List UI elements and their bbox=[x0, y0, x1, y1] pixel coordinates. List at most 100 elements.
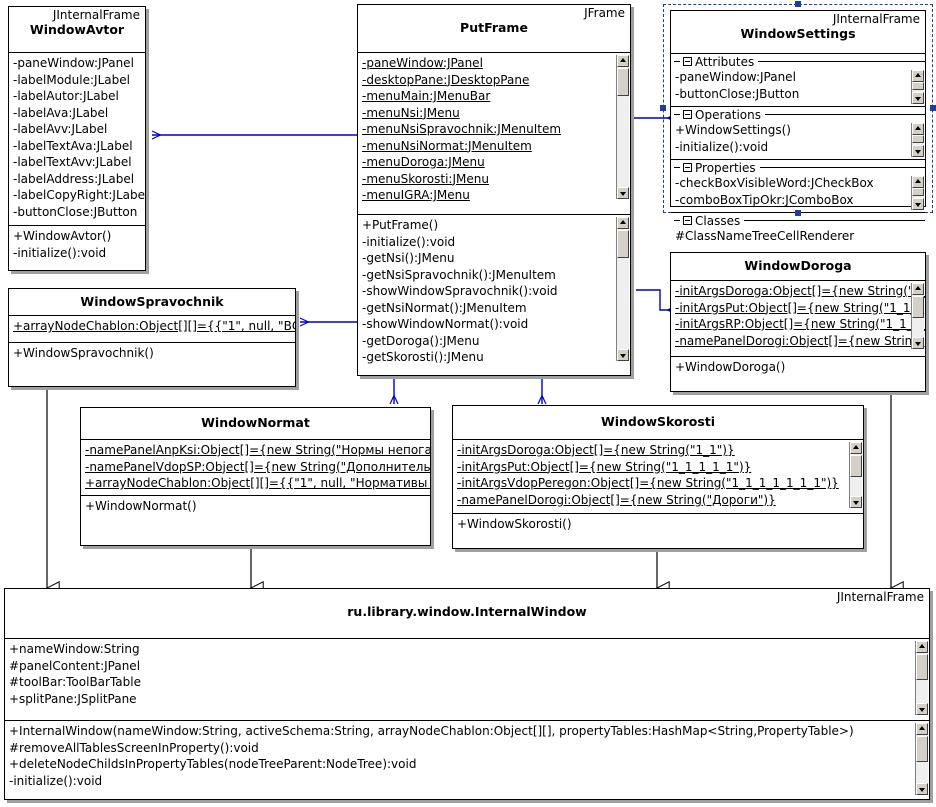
attribute-row: -paneWindow:JPanel bbox=[362, 56, 483, 70]
operations-compartment-internal-window[interactable]: +InternalWindow(nameWindow:String, activ… bbox=[5, 721, 929, 799]
group-label: Properties bbox=[695, 160, 756, 175]
scrollbar-down-arrow-icon[interactable] bbox=[916, 703, 928, 715]
attributes-compartment-window-avtor[interactable]: -paneWindow:JPanel -labelModule:JLabel -… bbox=[9, 53, 145, 226]
group-properties-window-settings[interactable]: Properties -checkBoxVisibleWord:JCheckBo… bbox=[671, 160, 925, 213]
nested-class-row: #ClassNameTreeCellRenderer bbox=[675, 229, 855, 243]
scrollbar-thumb[interactable] bbox=[617, 68, 629, 96]
scrollbar-up-arrow-icon[interactable] bbox=[617, 55, 629, 67]
group-attributes-window-settings[interactable]: Attributes -paneWindow:JPanel -buttonClo… bbox=[671, 54, 925, 107]
class-box-window-settings[interactable]: JInternalFrame WindowSettings Attributes… bbox=[670, 10, 926, 243]
attributes-compartment-window-normat[interactable]: -namePanelAnpKsi:Object[]={new String("Н… bbox=[81, 440, 430, 496]
class-name-label: WindowSkorosti bbox=[600, 414, 716, 429]
operation-row: +PutFrame() bbox=[362, 218, 439, 232]
scrollbar-properties-window-settings[interactable] bbox=[911, 176, 924, 210]
operations-compartment-window-skorosti[interactable]: +WindowSkorosti() bbox=[453, 514, 863, 547]
group-operations-window-settings[interactable]: Operations +WindowSettings() -initialize… bbox=[671, 107, 925, 160]
scrollbar-down-arrow-icon[interactable] bbox=[850, 496, 862, 508]
operation-row: +deleteNodeChildsInPropertyTables(nodeTr… bbox=[9, 757, 417, 771]
scrollbar-thumb[interactable] bbox=[912, 296, 924, 318]
scrollbar-operations-internal-window[interactable] bbox=[915, 723, 928, 795]
class-box-window-doroga[interactable]: WindowDoroga -initArgsDoroga:Object[]={n… bbox=[670, 252, 926, 392]
attributes-compartment-window-skorosti[interactable]: -initArgsDoroga:Object[]={new String("1_… bbox=[453, 440, 863, 514]
collapse-box-icon[interactable] bbox=[683, 216, 692, 225]
class-box-put-frame[interactable]: JFrame PutFrame -paneWindow:JPanel -desk… bbox=[357, 4, 631, 376]
resize-handle-left[interactable] bbox=[660, 105, 666, 111]
scrollbar-thumb[interactable] bbox=[850, 455, 862, 477]
class-box-window-avtor[interactable]: JInternalFrame WindowAvtor -paneWindow:J… bbox=[8, 6, 146, 271]
scrollbar-down-arrow-icon[interactable] bbox=[916, 783, 928, 795]
scrollbar-down-arrow-icon[interactable] bbox=[912, 337, 924, 349]
scrollbar-up-arrow-icon[interactable] bbox=[912, 123, 924, 135]
group-dash bbox=[674, 167, 680, 168]
attribute-row: -menuIGRA:JMenu bbox=[362, 188, 470, 202]
operation-row: +WindowAvtor() bbox=[13, 229, 112, 243]
scrollbar-up-arrow-icon[interactable] bbox=[912, 283, 924, 295]
scrollbar-up-arrow-icon[interactable] bbox=[916, 723, 928, 735]
attribute-row: -initArgsPut:Object[]={new String("1_1_1… bbox=[457, 459, 752, 474]
group-header-properties[interactable]: Properties bbox=[671, 160, 925, 175]
operations-compartment-window-doroga[interactable]: +WindowDoroga() bbox=[671, 357, 925, 390]
attribute-row: -labelAvv:JLabel bbox=[13, 122, 108, 136]
attribute-row: -labelTextAva:JLabel bbox=[13, 138, 133, 153]
scrollbar-attributes-put-frame[interactable] bbox=[616, 55, 629, 199]
scrollbar-up-arrow-icon[interactable] bbox=[617, 217, 629, 229]
scrollbar-down-arrow-icon[interactable] bbox=[617, 349, 629, 361]
operation-row: +InternalWindow(nameWindow:String, activ… bbox=[9, 724, 854, 738]
attributes-compartment-internal-window[interactable]: +nameWindow:String #panelContent:JPanel … bbox=[5, 639, 929, 721]
scrollbar-up-arrow-icon[interactable] bbox=[916, 641, 928, 653]
scrollbar-thumb[interactable] bbox=[912, 188, 924, 196]
scrollbar-track[interactable] bbox=[617, 229, 629, 349]
class-box-window-normat[interactable]: WindowNormat -namePanelAnpKsi:Object[]={… bbox=[80, 407, 431, 546]
resize-handle-right[interactable] bbox=[930, 105, 936, 111]
group-classes-window-settings[interactable]: Classes #ClassNameTreeCellRenderer bbox=[671, 213, 925, 249]
scrollbar-down-arrow-icon[interactable] bbox=[912, 145, 924, 157]
scrollbar-attributes-window-settings[interactable] bbox=[911, 70, 924, 104]
scrollbar-operations-put-frame[interactable] bbox=[616, 217, 629, 361]
scrollbar-attributes-window-skorosti[interactable] bbox=[849, 442, 862, 508]
resize-handle-bottom[interactable] bbox=[795, 210, 801, 216]
collapse-box-icon[interactable] bbox=[683, 163, 692, 172]
operations-compartment-put-frame[interactable]: +PutFrame() -initialize():void -getNsi()… bbox=[358, 215, 630, 375]
scrollbar-down-arrow-icon[interactable] bbox=[912, 198, 924, 210]
class-box-window-skorosti[interactable]: WindowSkorosti -initArgsDoroga:Object[]=… bbox=[452, 405, 864, 549]
scrollbar-up-arrow-icon[interactable] bbox=[912, 70, 924, 82]
operations-compartment-window-avtor[interactable]: +WindowAvtor() -initialize():void bbox=[9, 226, 145, 270]
group-dash bbox=[674, 114, 680, 115]
operations-compartment-window-normat[interactable]: +WindowNormat() bbox=[81, 496, 430, 545]
group-header-operations[interactable]: Operations bbox=[671, 107, 925, 122]
property-row: -comboBoxTipOkr:JComboBox bbox=[675, 192, 854, 207]
group-header-attributes[interactable]: Attributes bbox=[671, 54, 925, 69]
attributes-compartment-put-frame[interactable]: -paneWindow:JPanel -desktopPane:JDesktop… bbox=[358, 53, 630, 215]
scrollbar-track[interactable] bbox=[617, 67, 629, 187]
operation-row: -getNsi():JMenu bbox=[362, 251, 455, 265]
attribute-row: -paneWindow:JPanel bbox=[13, 56, 134, 70]
attribute-row: -initArgsDoroga:Object[]={new String("1_… bbox=[457, 443, 735, 457]
scrollbar-up-arrow-icon[interactable] bbox=[850, 442, 862, 454]
attributes-compartment-window-doroga[interactable]: -initArgsDoroga:Object[]={new String("1_… bbox=[671, 281, 925, 357]
collapse-box-icon[interactable] bbox=[683, 110, 692, 119]
scrollbar-down-arrow-icon[interactable] bbox=[617, 187, 629, 199]
attributes-compartment-window-spravochnik[interactable]: +arrayNodeChablon:Object[][]={{"1", null… bbox=[9, 316, 295, 343]
attribute-row: -initArgsDoroga:Object[]={new String("1_… bbox=[675, 284, 925, 298]
resize-handle-top[interactable] bbox=[795, 1, 801, 7]
collapse-box-icon[interactable] bbox=[683, 57, 692, 66]
operations-compartment-window-spravochnik[interactable]: +WindowSpravochnik() bbox=[9, 343, 295, 385]
scrollbar-thumb[interactable] bbox=[916, 654, 928, 680]
class-box-window-spravochnik[interactable]: WindowSpravochnik +arrayNodeChablon:Obje… bbox=[8, 288, 296, 387]
scrollbar-thumb[interactable] bbox=[916, 736, 928, 762]
scrollbar-thumb[interactable] bbox=[617, 230, 629, 258]
group-header-classes[interactable]: Classes bbox=[671, 213, 925, 228]
group-line bbox=[744, 220, 925, 221]
group-label: Attributes bbox=[695, 54, 755, 69]
scrollbar-up-arrow-icon[interactable] bbox=[912, 176, 924, 188]
attribute-row: +arrayNodeChablon:Object[][]={{"1", null… bbox=[85, 476, 430, 490]
scrollbar-thumb[interactable] bbox=[912, 82, 924, 90]
scrollbar-thumb[interactable] bbox=[912, 135, 924, 143]
scrollbar-attributes-internal-window[interactable] bbox=[915, 641, 928, 715]
class-box-internal-window[interactable]: JInternalFrame ru.library.window.Interna… bbox=[4, 588, 930, 800]
scrollbar-attributes-window-doroga[interactable] bbox=[911, 283, 924, 349]
scrollbar-operations-window-settings[interactable] bbox=[911, 123, 924, 157]
stereotype-label: JInternalFrame bbox=[836, 590, 924, 604]
scrollbar-down-arrow-icon[interactable] bbox=[912, 92, 924, 104]
